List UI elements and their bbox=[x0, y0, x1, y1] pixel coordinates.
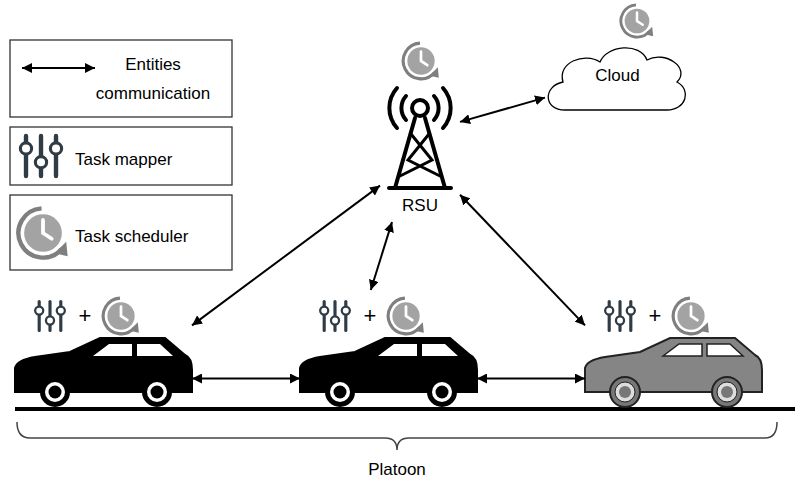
car-grey bbox=[721, 386, 733, 398]
legend-arrow-sample bbox=[22, 67, 95, 69]
car-black bbox=[436, 386, 449, 399]
plus-sign: + bbox=[364, 304, 377, 328]
car-grey bbox=[717, 382, 737, 402]
car-black bbox=[432, 382, 452, 402]
group-label: Platoon bbox=[368, 459, 426, 481]
car-black bbox=[147, 382, 167, 402]
rsu-tower bbox=[389, 88, 451, 188]
plus-sign: + bbox=[649, 304, 662, 328]
legend-arrow-sample bbox=[22, 68, 95, 69]
car-black bbox=[334, 386, 347, 399]
car-clock-icon bbox=[388, 298, 424, 334]
vehicle-node: + bbox=[585, 290, 762, 408]
communication-arrow bbox=[477, 378, 585, 380]
node-label: RSU bbox=[402, 195, 438, 217]
vehicle-node: + bbox=[300, 290, 477, 408]
car-clock-icon bbox=[673, 298, 709, 334]
car-black bbox=[49, 386, 62, 399]
legend-entry: Entities communication bbox=[78, 50, 228, 108]
legend-clock-icon bbox=[18, 208, 67, 257]
legend-text: Entities communication bbox=[78, 50, 228, 108]
cloud-clock-icon bbox=[621, 5, 653, 37]
rsu-clock-icon bbox=[403, 43, 439, 79]
legend-text: Task mapper bbox=[75, 145, 225, 174]
communication-arrow bbox=[192, 378, 300, 380]
legend-mapper-icon bbox=[20, 136, 61, 176]
rsu-tower bbox=[443, 88, 451, 128]
legend-frame bbox=[10, 195, 232, 270]
legend-text: Task scheduler bbox=[75, 222, 225, 251]
car-black bbox=[378, 344, 458, 356]
rsu-tower bbox=[434, 96, 439, 120]
communication-arrow bbox=[192, 186, 380, 326]
car-grey bbox=[619, 386, 631, 398]
legend-entry: Task scheduler bbox=[75, 222, 225, 251]
platoon-brace bbox=[17, 422, 777, 450]
rsu-tower bbox=[400, 134, 440, 176]
cloud-node: Cloud bbox=[545, 40, 690, 112]
car-grey bbox=[615, 382, 635, 402]
car-black bbox=[427, 377, 457, 407]
legend-clock-icon bbox=[18, 208, 67, 257]
car-black bbox=[45, 382, 65, 402]
car-black bbox=[40, 377, 70, 407]
rsu-tower bbox=[401, 96, 406, 120]
car-black bbox=[151, 386, 164, 399]
legend-frame bbox=[10, 40, 232, 270]
car-black bbox=[93, 344, 173, 356]
car-mapper-icon bbox=[35, 302, 65, 331]
legend-frame bbox=[10, 127, 232, 185]
rsu-tower bbox=[412, 100, 428, 116]
car-mapper-icon bbox=[320, 302, 350, 331]
car-black bbox=[15, 338, 192, 407]
legend-frame bbox=[10, 40, 232, 117]
car-grey bbox=[712, 377, 742, 407]
communication-arrow bbox=[460, 98, 545, 122]
car-black bbox=[142, 377, 172, 407]
car-clock-icon bbox=[103, 298, 709, 334]
cloud-clock-icon bbox=[621, 5, 653, 37]
legend-mapper-icon bbox=[20, 136, 61, 176]
car-black bbox=[325, 377, 355, 407]
communication-arrow bbox=[371, 222, 392, 290]
cloud-outline bbox=[548, 48, 685, 110]
rsu-clock-icon bbox=[403, 43, 439, 79]
car-grey bbox=[610, 377, 640, 407]
car-black bbox=[330, 382, 350, 402]
car-grey bbox=[663, 344, 743, 356]
communication-arrow bbox=[460, 195, 585, 326]
car-mapper-icon bbox=[605, 302, 635, 331]
legend-entry: Task mapper bbox=[75, 145, 225, 174]
car-clock-icon bbox=[103, 298, 139, 334]
rsu-tower bbox=[389, 118, 451, 188]
rsu-tower bbox=[389, 88, 397, 128]
car-grey bbox=[585, 338, 762, 407]
platoon-brace bbox=[17, 422, 777, 450]
vehicle-node: + bbox=[15, 290, 192, 408]
car-black bbox=[300, 338, 477, 407]
node-label: Cloud bbox=[595, 65, 639, 87]
road-line bbox=[15, 407, 795, 411]
label: Platoon bbox=[368, 459, 426, 481]
rsu-node: RSU bbox=[380, 40, 460, 222]
road-line bbox=[15, 409, 795, 410]
plus-sign: + bbox=[79, 304, 92, 328]
